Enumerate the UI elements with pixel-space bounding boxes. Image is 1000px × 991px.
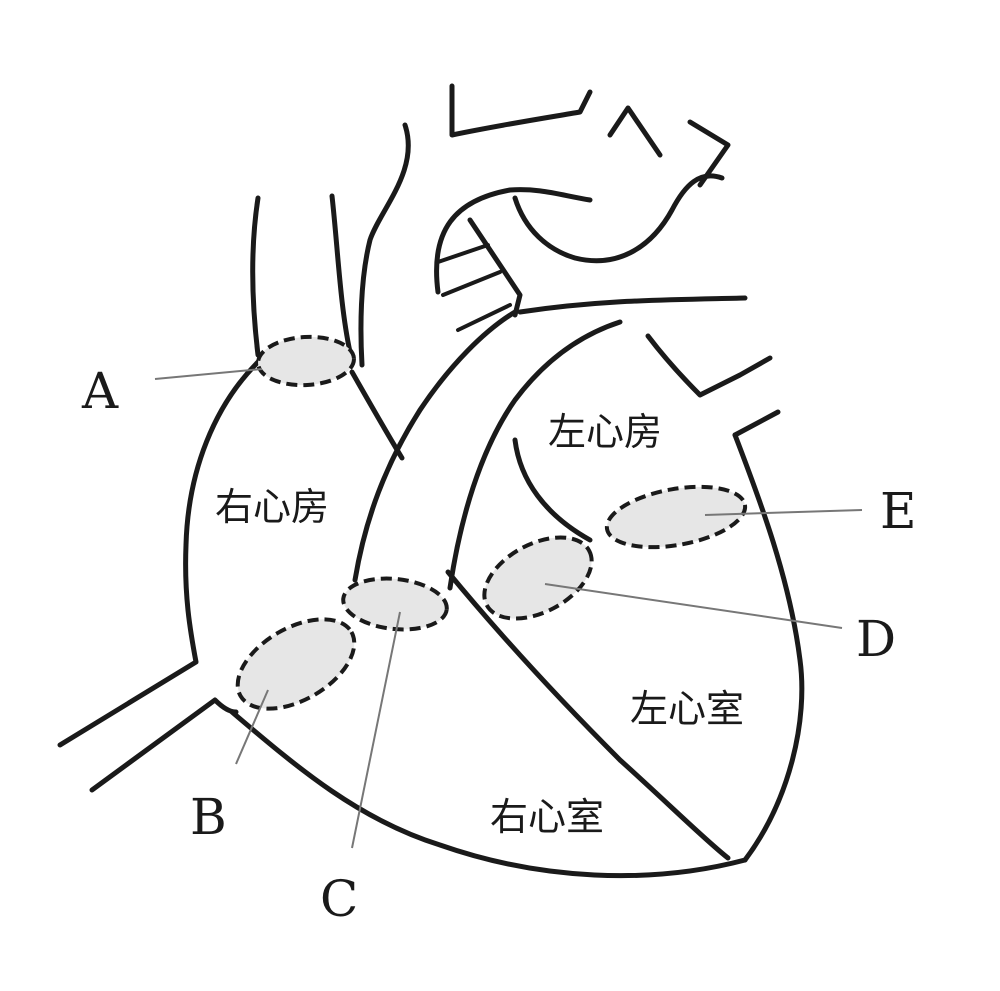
leader-line-B	[235, 689, 269, 765]
superior-vena-cava-left-wall	[250, 195, 261, 358]
right-atrium-inner-wall	[349, 369, 405, 461]
pulmonary-stripe-1	[436, 243, 490, 264]
valve-C-ellipse	[341, 576, 449, 632]
leader-line-C	[351, 611, 401, 849]
pulmonary-vein-upper	[732, 409, 781, 438]
interventricular-septum	[445, 569, 731, 861]
label-right-atrium: 右心房	[215, 485, 329, 529]
left-ventricle-outer-wall	[732, 432, 805, 863]
pulmonary-trunk-right-wall	[447, 319, 623, 591]
aortic-branch-1	[449, 83, 593, 138]
aortic-branch-3	[687, 119, 731, 188]
superior-vena-cava-right-wall	[329, 193, 353, 355]
left-atrium-inner-wall	[512, 437, 593, 543]
label-A: A	[81, 362, 119, 420]
pulmonary-vein-lower	[645, 333, 773, 398]
pulmonary-trunk-notch	[467, 217, 523, 318]
label-D: D	[856, 610, 896, 668]
pulmonary-stripe-3	[456, 303, 512, 332]
pulmonary-trunk-left-wall	[352, 309, 518, 583]
label-B: B	[190, 788, 227, 846]
ascending-aorta-left-wall	[358, 122, 411, 368]
label-left-ventricle: 左心室	[630, 687, 744, 731]
valve-D-ellipse	[482, 535, 594, 621]
aortic-arch-inner	[512, 173, 725, 264]
right-atrium-outer-wall	[57, 359, 261, 748]
aortic-branch-2	[607, 105, 663, 158]
valve-B-ellipse	[235, 617, 357, 711]
label-E: E	[880, 482, 917, 540]
leader-line-E	[704, 509, 863, 516]
right-ventricle-bottom-wall	[229, 709, 748, 879]
label-left-atrium: 左心房	[548, 410, 662, 454]
left-atrium-top-wall	[517, 295, 748, 315]
leader-line-A	[154, 368, 263, 380]
valve-E-ellipse	[604, 484, 748, 550]
pulmonary-stripe-2	[441, 270, 502, 297]
label-C: C	[320, 870, 358, 928]
aortic-arch-outer	[434, 187, 593, 295]
label-right-ventricle: 右心室	[490, 795, 604, 839]
valve-A-ellipse	[256, 334, 356, 388]
leader-line-D	[544, 583, 843, 629]
